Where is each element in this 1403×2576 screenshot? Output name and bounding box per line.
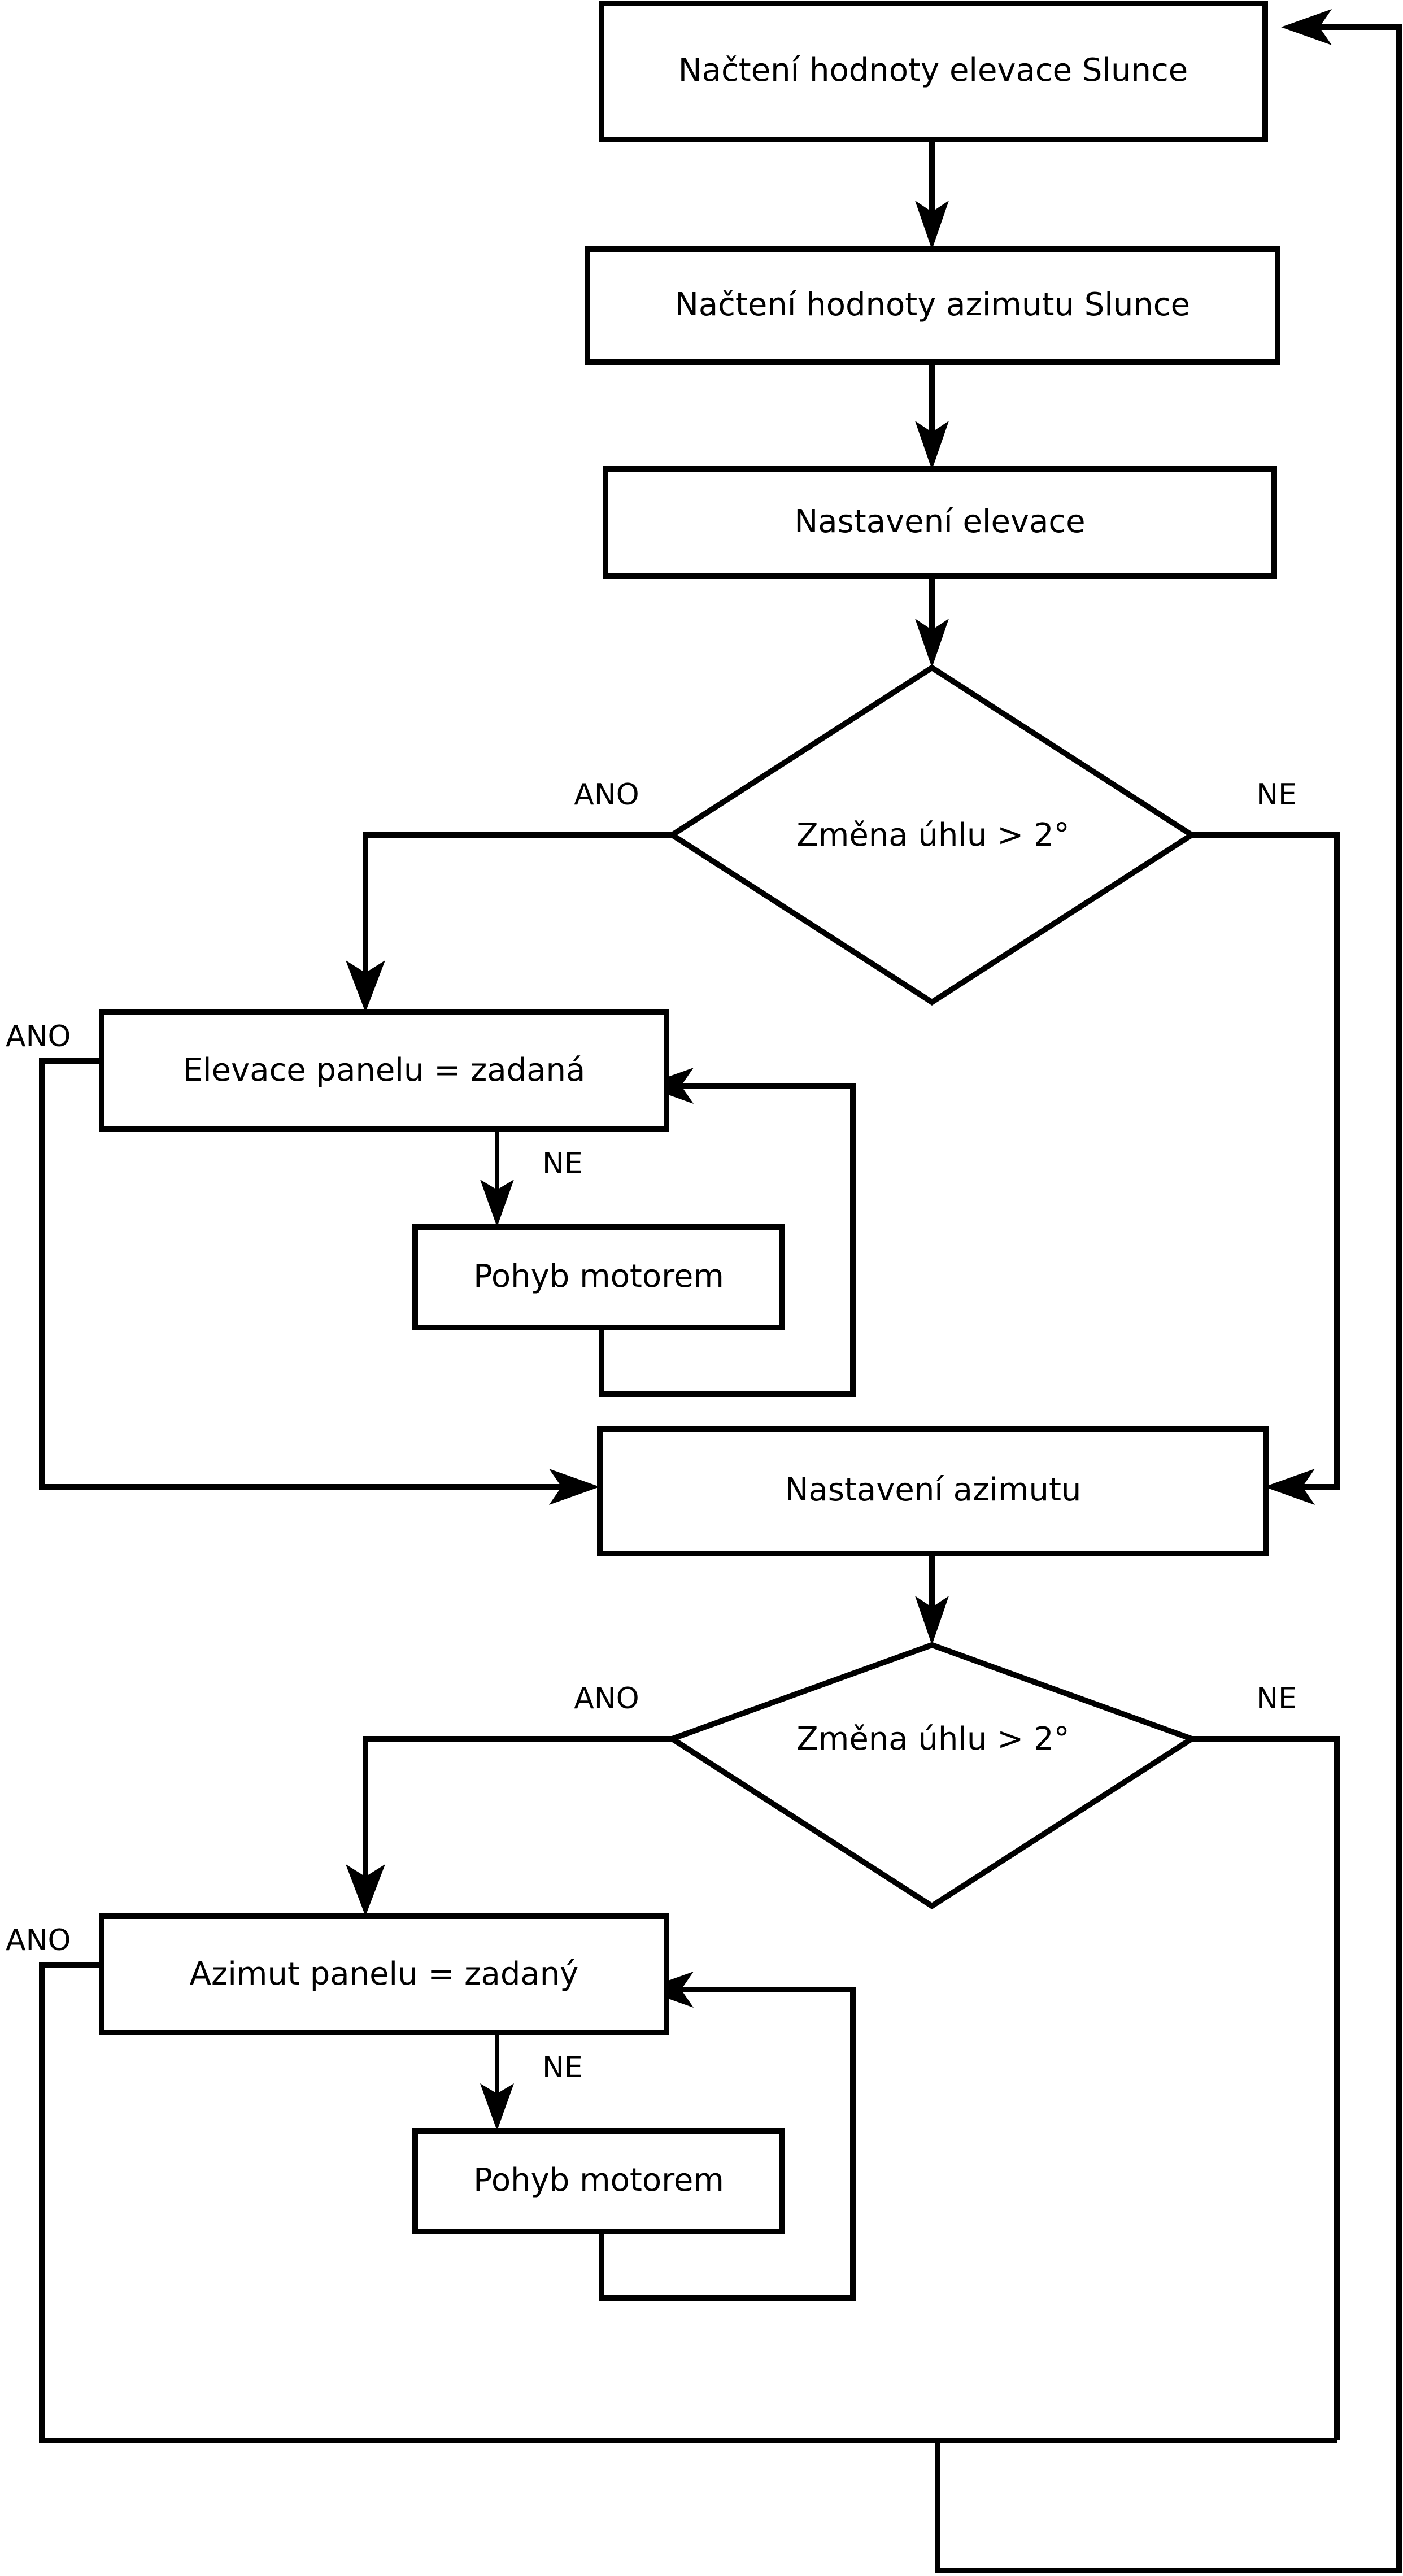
node-panel-elevation-check-label: Elevace panelu = zadaná	[183, 1052, 586, 1089]
edge-label-panel-elevation-no: NE	[542, 1147, 583, 1181]
connector-panel-elevation-no-to-motor	[480, 1129, 514, 1227]
node-read-elevation-label: Načtení hodnoty elevace Slunce	[678, 52, 1188, 89]
edge-label-decision1-yes: ANO	[574, 778, 639, 812]
node-read-azimuth-label: Načtení hodnoty azimutu Slunce	[675, 286, 1190, 323]
node-panel-azimuth-check[interactable]: Azimut panelu = zadaný	[99, 1913, 669, 2035]
connector-main-return-loop	[935, 9, 1402, 2573]
node-motor-move-azimuth[interactable]: Pohyb motorem	[412, 2128, 785, 2234]
node-decision-azimuth-label: Změna úhlu > 2°	[796, 1721, 1069, 1757]
edge-label-panel-elevation-yes: ANO	[6, 1020, 71, 1054]
node-decision-elevation-label: Změna úhlu > 2°	[796, 817, 1069, 854]
connector-read-azimuth-to-set-elevation	[915, 362, 949, 470]
node-motor-move-elevation-label: Pohyb motorem	[473, 1258, 724, 1295]
node-decision-azimuth[interactable]: Změna úhlu > 2°	[665, 1642, 1199, 1909]
connector-panel-azimuth-yes-to-bottom-rail	[39, 1962, 1337, 2443]
connector-panel-elevation-yes-to-set-azimuth	[39, 1058, 600, 1505]
node-set-elevation-label: Nastavení elevace	[794, 503, 1085, 540]
connector-read-elevation-to-read-azimuth	[915, 140, 949, 250]
node-read-azimuth[interactable]: Načtení hodnoty azimutu Slunce	[585, 246, 1280, 365]
edge-label-decision1-no: NE	[1256, 778, 1297, 812]
connector-panel-azimuth-no-to-motor	[480, 2033, 514, 2131]
edge-label-decision2-no: NE	[1256, 1682, 1297, 1716]
edge-label-decision2-yes: ANO	[574, 1682, 639, 1716]
node-motor-move-azimuth-label: Pohyb motorem	[473, 2162, 724, 2199]
connector-set-elevation-to-decision-1	[915, 576, 949, 668]
node-read-elevation[interactable]: Načtení hodnoty elevace Slunce	[599, 1, 1268, 142]
node-decision-elevation[interactable]: Změna úhlu > 2°	[666, 664, 1197, 1006]
node-panel-elevation-check[interactable]: Elevace panelu = zadaná	[99, 1009, 669, 1132]
connector-decision1-no-to-set-azimuth	[1192, 832, 1340, 1505]
node-motor-move-elevation[interactable]: Pohyb motorem	[412, 1224, 785, 1330]
edge-label-panel-azimuth-no: NE	[542, 2051, 583, 2085]
connector-decision2-no-to-bottom-rail	[1192, 1736, 1340, 2440]
node-set-azimuth-label: Nastavení azimutu	[785, 1472, 1082, 1508]
node-panel-azimuth-check-label: Azimut panelu = zadaný	[190, 1956, 579, 1992]
connector-decision1-yes-to-panel-elevation	[346, 832, 672, 1012]
connector-set-azimuth-to-decision-2	[915, 1554, 949, 1645]
node-set-azimuth[interactable]: Nastavení azimutu	[597, 1426, 1269, 1556]
connector-decision2-yes-to-panel-azimuth	[346, 1736, 672, 1916]
edge-label-panel-azimuth-yes: ANO	[6, 1924, 71, 1957]
node-set-elevation[interactable]: Nastavení elevace	[603, 466, 1277, 579]
